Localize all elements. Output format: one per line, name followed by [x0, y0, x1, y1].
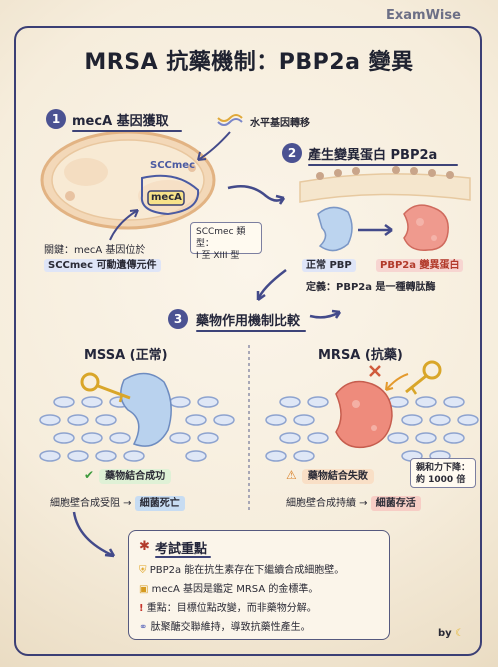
- key-icon-mssa: [80, 372, 131, 403]
- exam-item-text: PBP2a 能在抗生素存在下繼續合成細胞壁。: [149, 565, 345, 576]
- cross-icon: [369, 365, 381, 377]
- cell-membrane-illustration: [299, 166, 471, 203]
- section1-underline: [72, 130, 182, 132]
- section3-underline: [196, 330, 306, 332]
- exam-points-box: ✱ 考試重點 ⛨ PBP2a 能在抗生素存在下繼續合成細胞壁。 ▣ mecA 基…: [128, 530, 390, 640]
- page-title: MRSA 抗藥機制：PBP2a 變異: [84, 50, 414, 75]
- mrsa-peptidoglycan-mesh: [265, 396, 479, 462]
- mrsa-status: ⚠ 藥物結合失敗: [286, 464, 374, 484]
- section1-number: 1: [46, 109, 66, 129]
- affinity-line1: 親和力下降：: [416, 463, 471, 473]
- star-icon: ✱: [139, 539, 150, 554]
- check-icon: ✔: [84, 468, 95, 482]
- lock-icon: ▣: [139, 584, 149, 595]
- mrsa-pbp2a-illustration: [335, 380, 393, 449]
- section2-underline: [308, 164, 458, 166]
- exam-item: ! 重點：目標位點改變，而非藥物分解。: [139, 599, 317, 614]
- type-note-line1: SCCmec 類型：: [196, 227, 246, 249]
- mssa-peptidoglycan-mesh: [39, 396, 235, 462]
- mutant-pbp2a-label: PBP2a 變異蛋白: [376, 259, 464, 272]
- repel-arrow-icon: [385, 373, 409, 391]
- shield-icon: ⛨: [139, 565, 147, 576]
- mssa-result-prefix: 細胞壁合成受阻 →: [50, 498, 132, 509]
- sccmec-type-note: SCCmec 類型： I 至 XIII 型: [190, 222, 262, 261]
- exclamation-icon: !: [139, 603, 144, 614]
- affinity-note: 親和力下降： 約 1000 倍: [410, 458, 476, 488]
- mssa-pbp-bound-illustration: [120, 372, 172, 447]
- warning-icon: ⚠: [286, 468, 297, 482]
- section2-number: 2: [282, 143, 302, 163]
- mrsa-title: MRSA (抗藥): [318, 348, 403, 363]
- mssa-result: 細菌死亡: [134, 496, 185, 511]
- exam-underline: [155, 556, 211, 558]
- type-note-line2: I 至 XIII 型: [196, 251, 240, 261]
- key-note-line1: 關鍵：mecA 基因位於: [44, 245, 146, 256]
- mutant-pbp2a-illustration: [403, 204, 449, 251]
- section3-number: 3: [168, 309, 188, 329]
- key-icon-mrsa: [405, 360, 442, 395]
- affinity-line2: 約 1000 倍: [416, 475, 466, 485]
- bandage-icon: ⚭: [139, 622, 148, 633]
- normal-pbp-illustration: [317, 206, 353, 252]
- mrsa-status-label: 藥物結合失敗: [301, 469, 374, 484]
- pbp2a-definition: 定義：PBP2a 是一種轉肽酶: [306, 282, 436, 293]
- dna-helix-icon: [217, 114, 243, 126]
- normal-pbp-label: 正常 PBP: [302, 259, 356, 272]
- exam-item: ▣ mecA 基因是鑑定 MRSA 的金標準。: [139, 580, 318, 595]
- meca-label: mecA: [151, 192, 182, 203]
- sccmec-label: SCCmec: [150, 160, 196, 171]
- exam-item-text: 肽聚醣交聯維持，導致抗藥性產生。: [150, 622, 311, 633]
- section2-title: 產生變異蛋白 PBP2a: [308, 148, 438, 163]
- section3-title: 藥物作用機制比較: [196, 314, 301, 329]
- mssa-title: MSSA (正常): [84, 348, 168, 363]
- key-note-line2: SCCmec 可動遺傳元件: [44, 259, 161, 272]
- hgt-label: 水平基因轉移: [250, 118, 310, 129]
- bacterium-cell-illustration: [40, 130, 216, 230]
- exam-item-text: mecA 基因是鑑定 MRSA 的金標準。: [151, 584, 319, 595]
- mrsa-result: 細菌存活: [370, 496, 421, 511]
- exam-item-text: 重點：目標位點改變，而非藥物分解。: [146, 603, 317, 614]
- mssa-status: ✔ 藥物結合成功: [84, 464, 172, 484]
- signature-text: by: [438, 628, 452, 639]
- signature: by ☾: [438, 628, 464, 639]
- exam-item: ⛨ PBP2a 能在抗生素存在下繼續合成細胞壁。: [139, 561, 344, 576]
- mrsa-result-line: 細胞壁合成持續 → 細菌存活: [286, 494, 421, 511]
- mssa-result-line: 細胞壁合成受阻 → 細菌死亡: [50, 494, 185, 511]
- section1-title: mecA 基因獲取: [72, 114, 169, 129]
- mssa-status-label: 藥物結合成功: [99, 469, 172, 484]
- mrsa-result-prefix: 細胞壁合成持續 →: [286, 498, 368, 509]
- banana-icon: ☾: [455, 628, 465, 639]
- page-frame: [14, 26, 482, 656]
- exam-item: ⚭ 肽聚醣交聯維持，導致抗藥性產生。: [139, 618, 311, 633]
- exam-title: 考試重點: [155, 542, 208, 557]
- brand-label: ExamWise: [386, 8, 461, 23]
